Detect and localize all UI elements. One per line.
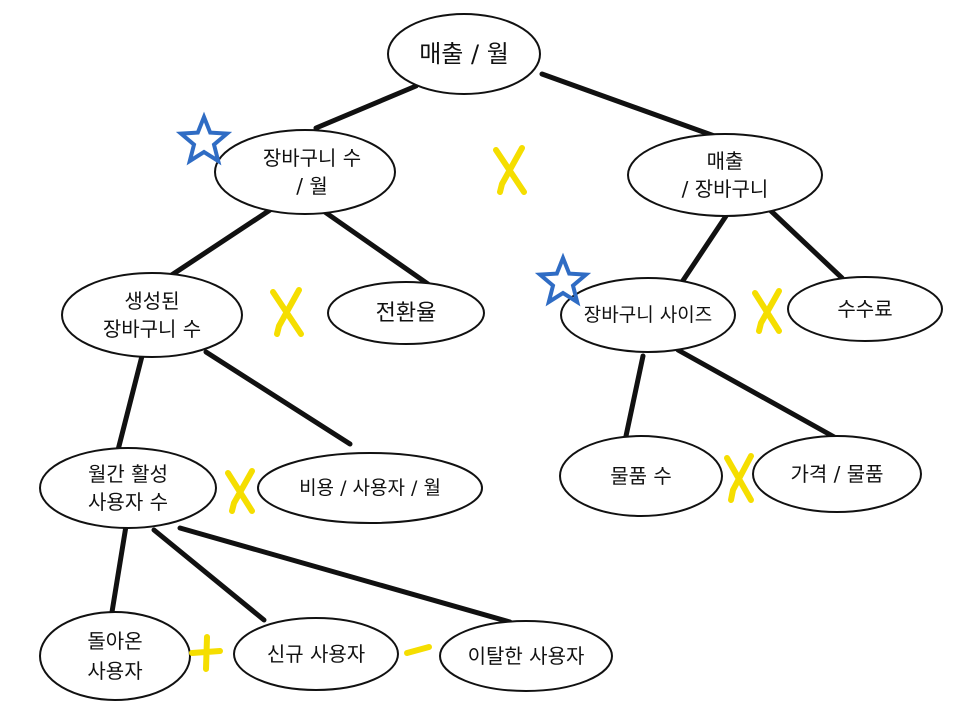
node-label-line: 매출 / 월 bbox=[419, 40, 509, 68]
tree-edges bbox=[109, 71, 845, 625]
edge-revenue-per-cart-to-cart-size bbox=[675, 213, 729, 291]
multiply-icon bbox=[724, 453, 754, 503]
node-fee[interactable]: 수수료 bbox=[787, 276, 943, 342]
edge-mau-to-churned bbox=[177, 525, 513, 625]
node-label: 물품 수 bbox=[610, 464, 672, 488]
node-label-line: 돌아온 bbox=[87, 629, 142, 653]
multiply-icon bbox=[225, 468, 255, 514]
edge-carts-to-conversion bbox=[319, 207, 431, 287]
edge-cart-size-to-item-count bbox=[623, 353, 646, 439]
node-carts-per-month[interactable]: 장바구니 수 / 월 bbox=[214, 129, 396, 215]
node-label-line: 장바구니 수 bbox=[263, 146, 361, 170]
star-icon bbox=[175, 111, 233, 166]
star-icon bbox=[534, 252, 592, 307]
node-label-line: 신규 사용자 bbox=[267, 642, 365, 666]
node-label: 비용 / 사용자 / 월 bbox=[299, 477, 441, 499]
multiply-icon bbox=[493, 145, 527, 195]
node-label-line: 전환율 bbox=[376, 301, 437, 326]
node-label: 전환율 bbox=[376, 301, 437, 326]
node-conversion-rate[interactable]: 전환율 bbox=[327, 281, 485, 345]
node-item-count[interactable]: 물품 수 bbox=[559, 435, 723, 517]
edge-created-carts-to-mau bbox=[115, 353, 145, 453]
node-label: 수수료 bbox=[837, 297, 892, 321]
node-label-line: 생성된 bbox=[124, 289, 179, 313]
plus-icon bbox=[189, 634, 223, 672]
node-label: 장바구니 사이즈 bbox=[584, 304, 712, 326]
node-revenue-per-cart[interactable]: 매출 / 장바구니 bbox=[627, 133, 823, 217]
edge-cart-size-to-price bbox=[675, 347, 839, 441]
node-label-line: 물품 수 bbox=[610, 464, 672, 488]
node-label-line: 매출 bbox=[707, 149, 744, 173]
edge-revenue-to-carts bbox=[313, 83, 419, 131]
edge-revenue-to-revenue-per-cart bbox=[539, 71, 723, 141]
node-label: 장바구니 수 / 월 bbox=[263, 146, 361, 198]
multiply-icon bbox=[270, 287, 304, 337]
node-price-per-item[interactable]: 가격 / 물품 bbox=[752, 435, 922, 513]
edge-mau-to-new bbox=[151, 527, 267, 623]
node-label-line: / 장바구니 bbox=[682, 177, 769, 201]
node-label: 신규 사용자 bbox=[267, 642, 365, 666]
minus-icon bbox=[404, 644, 432, 656]
node-label: 매출 / 월 bbox=[419, 40, 509, 68]
node-revenue-per-month[interactable]: 매출 / 월 bbox=[387, 13, 541, 95]
node-label-line: 수수료 bbox=[837, 297, 892, 321]
node-label: 매출 / 장바구니 bbox=[682, 149, 769, 201]
node-label-line: 사용자 bbox=[87, 659, 142, 683]
edge-mau-to-returning bbox=[109, 523, 129, 615]
node-churned-users[interactable]: 이탈한 사용자 bbox=[439, 620, 613, 692]
edge-revenue-per-cart-to-fee bbox=[767, 207, 845, 281]
node-label-line: 월간 활성 bbox=[88, 462, 168, 486]
node-cost-per-user-month[interactable]: 비용 / 사용자 / 월 bbox=[257, 452, 483, 524]
node-label-line: 비용 / 사용자 / 월 bbox=[299, 477, 441, 499]
node-cart-size[interactable]: 장바구니 사이즈 bbox=[560, 277, 736, 353]
node-label-line: 장바구니 수 bbox=[103, 317, 201, 341]
node-label-line: 사용자 수 bbox=[88, 490, 168, 514]
node-label-line: 가격 / 물품 bbox=[790, 462, 883, 486]
node-label: 가격 / 물품 bbox=[790, 462, 883, 486]
node-label-line: 장바구니 사이즈 bbox=[584, 304, 712, 326]
node-new-users[interactable]: 신규 사용자 bbox=[233, 617, 399, 691]
edge-created-carts-to-cost bbox=[203, 349, 353, 447]
multiply-icon bbox=[752, 288, 782, 334]
node-label: 이탈한 사용자 bbox=[468, 644, 585, 668]
node-label-line: 이탈한 사용자 bbox=[468, 644, 585, 668]
node-label-line: / 월 bbox=[296, 174, 328, 198]
